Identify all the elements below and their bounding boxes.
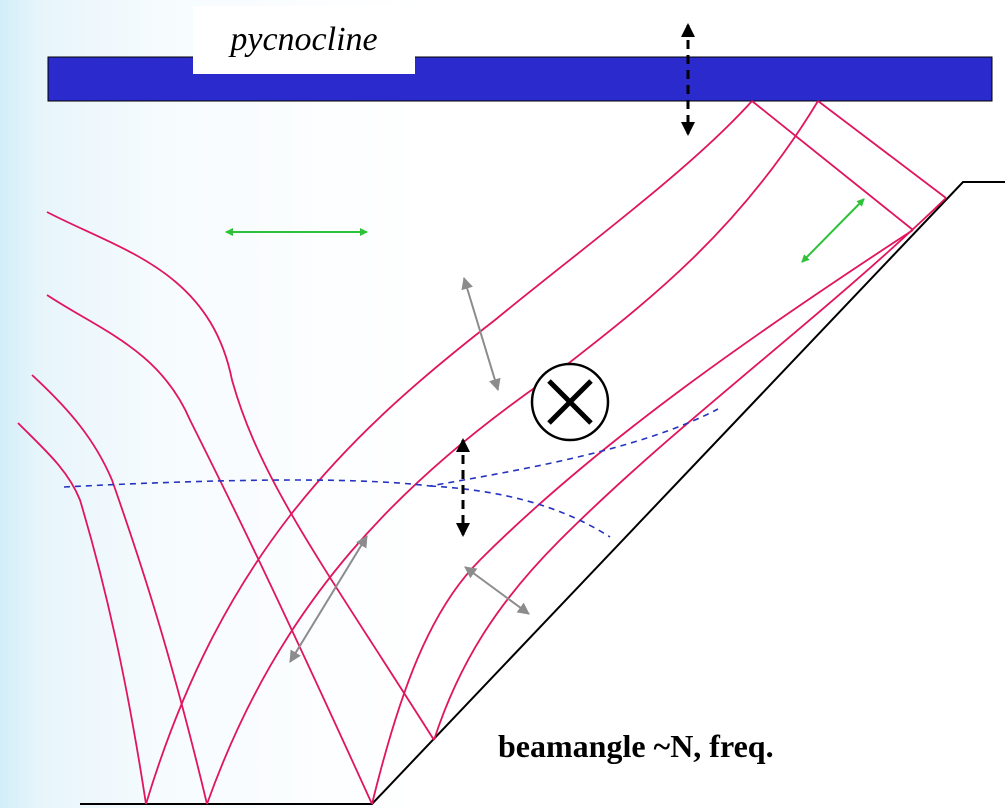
grey-arrow-lower-right (464, 566, 530, 615)
along-beam-oscillation-arrow (801, 198, 865, 263)
pycnocline-label: pycnocline (193, 6, 415, 74)
grey-arrow-lower-left (289, 535, 368, 663)
seafloor-slope (80, 181, 1005, 805)
beam-angle-caption: beamangle ~N, freq. (498, 728, 774, 764)
internal-wave-beams (17, 100, 947, 805)
pycnocline-layer (47, 56, 993, 102)
grey-arrow-upper (461, 277, 501, 391)
circled-cross-icon (530, 362, 610, 442)
interface-dashed-lines (63, 408, 719, 538)
